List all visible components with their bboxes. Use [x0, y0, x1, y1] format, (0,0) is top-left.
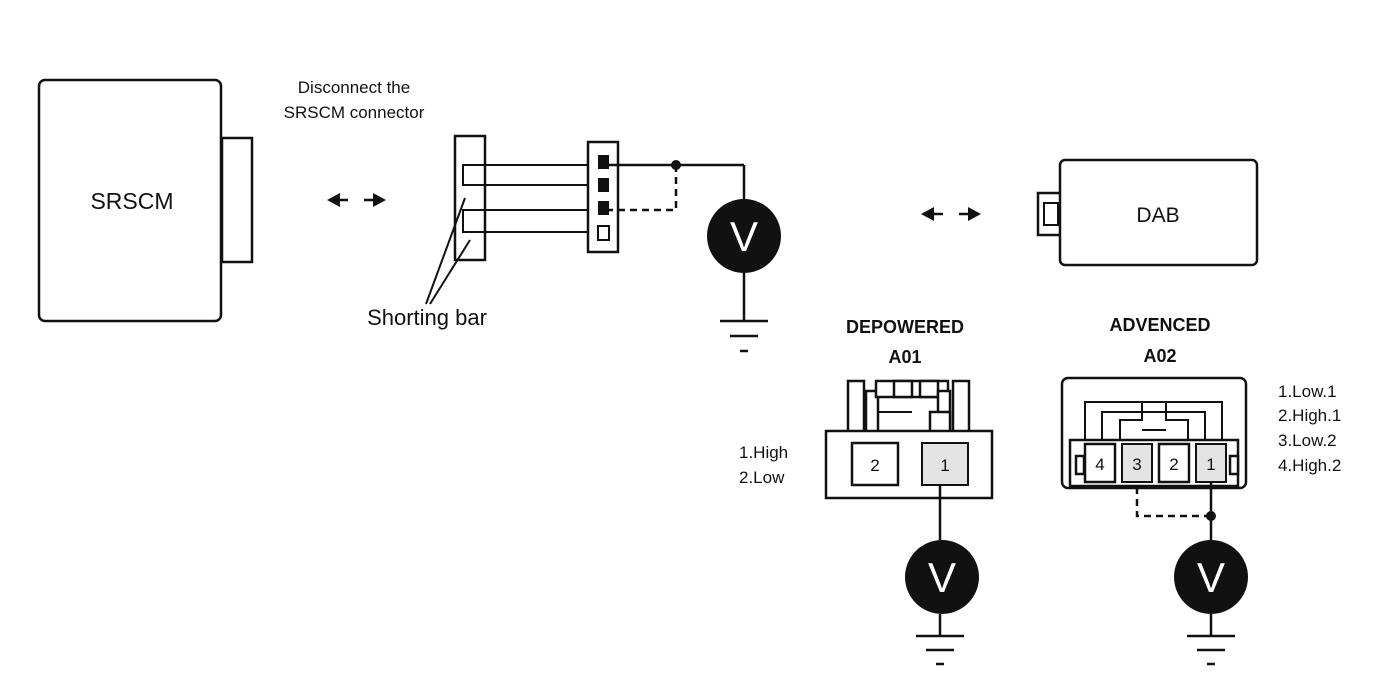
depowered-title: DEPOWERED: [846, 317, 964, 337]
a01-pin-2-label: 2: [870, 456, 879, 475]
a01-voltmeter-circuit: V: [905, 485, 979, 666]
a02-legend-2: 2.High.1: [1278, 406, 1341, 425]
disconnect-arrow-left: [327, 193, 386, 207]
shorting-bar-housing: [453, 134, 487, 262]
voltmeter-symbol: V: [730, 213, 758, 260]
dab-body: [1058, 158, 1259, 267]
a02-pin-1-label: 1: [1206, 455, 1215, 474]
a01-pin-2: [850, 441, 900, 487]
dab-module: DAB: [1036, 158, 1259, 267]
shorting-bar-label: Shorting bar: [367, 305, 487, 330]
srscm-module: SRSCM: [37, 78, 254, 323]
a02-legend-3: 3.Low.2: [1278, 431, 1337, 450]
advanced-connector: ADVENCED A02 4 3 2 1 1.Low.1 2.High.1 3.…: [1060, 315, 1341, 490]
srscm-label: SRSCM: [90, 188, 173, 214]
voltmeter-icon: [707, 199, 781, 273]
depowered-connector: DEPOWERED A01 2 1 1.High 2.Low: [739, 317, 994, 500]
ground-icon: [720, 319, 768, 353]
a02-pin-3-label: 3: [1132, 455, 1141, 474]
srscm-side-connector: Shorting bar: [367, 134, 620, 330]
disconnect-arrow-right: [921, 207, 981, 221]
a02-legend-4: 4.High.2: [1278, 456, 1341, 475]
advanced-code: A02: [1143, 346, 1176, 366]
voltmeter-icon: [1174, 540, 1248, 614]
disconnect-instruction: Disconnect the SRSCM connector: [284, 78, 425, 122]
top-voltmeter-circuit: V: [609, 160, 781, 353]
ground-icon: [1187, 634, 1235, 666]
voltmeter-symbol: V: [928, 554, 956, 601]
voltmeter-symbol: V: [1197, 554, 1225, 601]
a01-pin-1-label: 1: [940, 456, 949, 475]
advanced-title: ADVENCED: [1109, 315, 1210, 335]
a02-pin-2-label: 2: [1169, 455, 1178, 474]
a02-pin-3: [1121, 443, 1153, 483]
ground-icon: [916, 634, 964, 666]
srscm-body: [37, 78, 223, 323]
a02-pin-4-label: 4: [1095, 455, 1104, 474]
a01-legend-2: 2.Low: [739, 468, 785, 487]
a01-pin-1: [921, 442, 969, 486]
instruction-line-1: Disconnect the: [298, 78, 410, 97]
a02-legend-1: 1.Low.1: [1278, 382, 1337, 401]
dab-label: DAB: [1136, 204, 1179, 227]
instruction-line-2: SRSCM connector: [284, 103, 425, 122]
voltmeter-icon: [905, 540, 979, 614]
depowered-code: A01: [888, 347, 921, 367]
a02-pin-4: [1083, 442, 1117, 484]
a02-voltmeter-circuit: V: [1135, 482, 1248, 666]
a01-legend-1: 1.High: [739, 443, 788, 462]
srscm-connector-tab: [220, 136, 254, 264]
a02-pin-2: [1157, 442, 1191, 484]
